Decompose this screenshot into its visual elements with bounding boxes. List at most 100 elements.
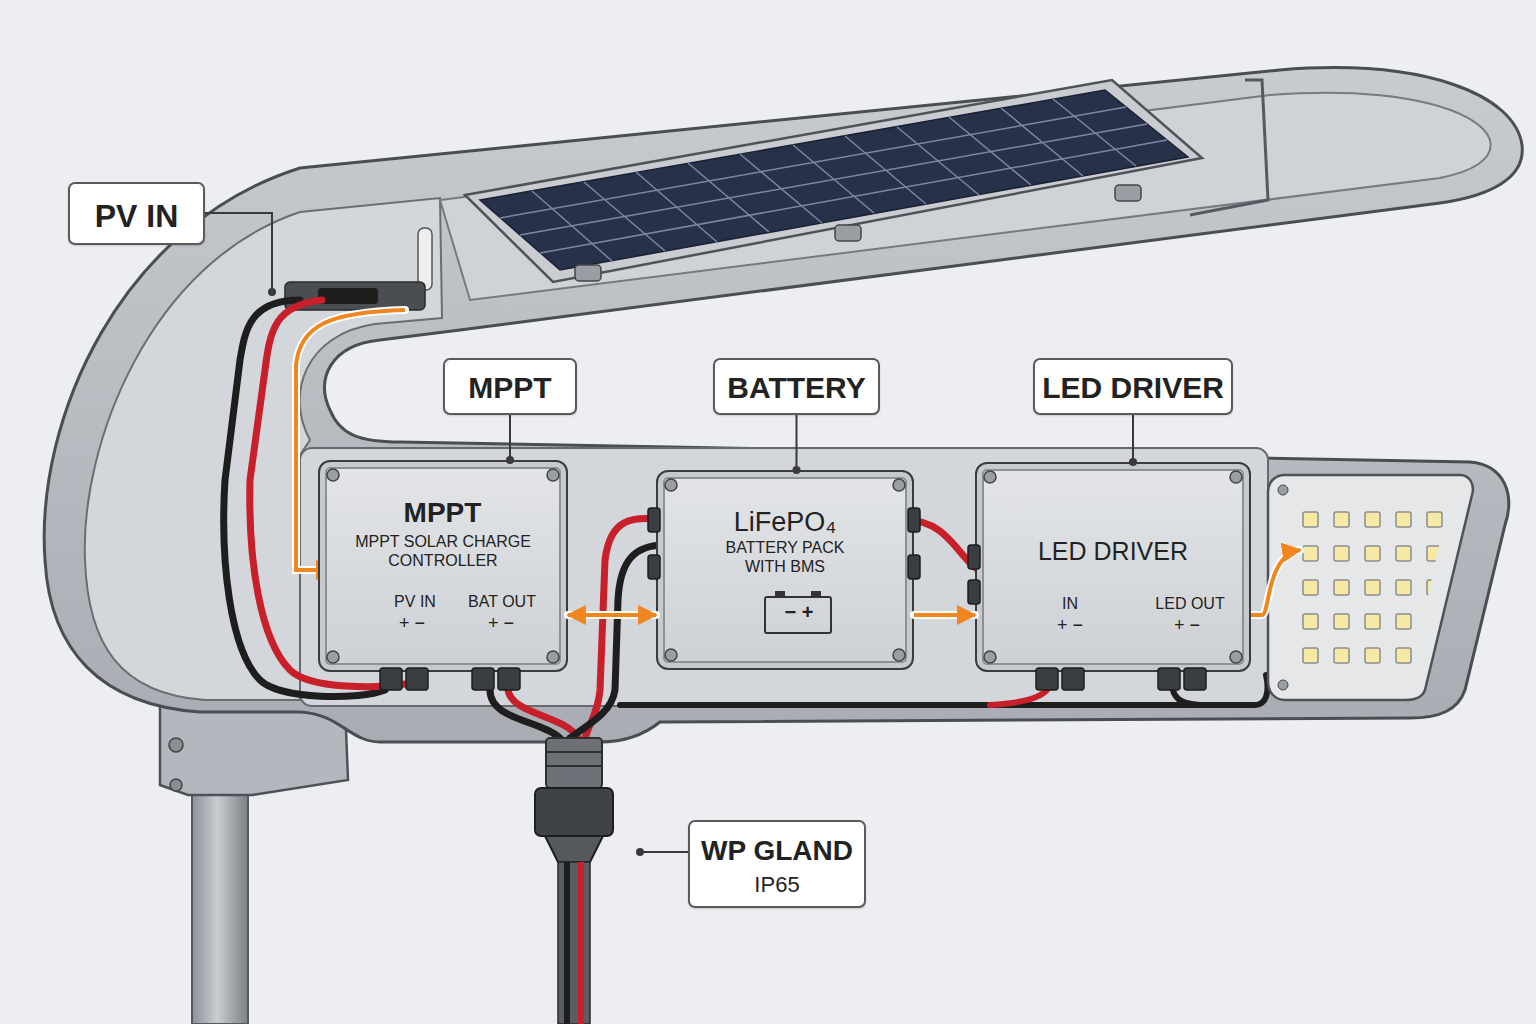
red-wire	[990, 676, 1052, 705]
bolt	[169, 738, 183, 752]
screw	[1230, 651, 1242, 663]
arrow-line	[568, 613, 656, 617]
terminal-gland	[968, 545, 980, 569]
led-array	[1298, 505, 1448, 678]
box-text: PV IN	[380, 592, 450, 611]
leader-line	[506, 415, 514, 464]
terminal-gland	[908, 555, 920, 579]
cell-line	[1001, 108, 1083, 176]
vent-pin	[418, 228, 432, 290]
leader-dot	[793, 466, 801, 474]
screw	[1230, 471, 1242, 483]
cell-line	[845, 136, 926, 204]
panel-mount	[835, 225, 861, 241]
panel-recess	[440, 93, 1491, 300]
housing-shell	[44, 68, 1522, 742]
terminal-gland	[498, 668, 520, 690]
cell-line	[793, 145, 874, 213]
leader-stroke	[509, 415, 511, 460]
cell-line	[520, 124, 1147, 235]
screw	[327, 469, 339, 481]
pv-plug	[318, 288, 378, 304]
pv-connector	[285, 282, 425, 310]
leader-dot	[1129, 458, 1137, 466]
box-heading: PV IN	[70, 197, 203, 235]
black-wire	[1172, 682, 1200, 705]
screw	[665, 649, 677, 661]
screw	[327, 651, 339, 663]
box-text: LED OUT	[1140, 594, 1240, 613]
power-flow-arrow	[914, 615, 975, 616]
box-text: BAT OUT	[457, 592, 547, 611]
pole-fitting	[160, 705, 348, 795]
red-wire	[905, 520, 982, 572]
callout-label: BATTERY	[713, 358, 880, 415]
box-heading: LED DRIVER	[1035, 370, 1231, 406]
box-text: + −	[1035, 615, 1105, 637]
cell-line	[636, 172, 717, 242]
terminal-gland	[380, 668, 402, 690]
panel-mount	[575, 265, 601, 281]
cable	[558, 862, 590, 1024]
terminal-gland	[1062, 668, 1084, 690]
cell-grid	[500, 99, 1167, 261]
terminal-gland	[406, 668, 428, 690]
red-wire	[508, 690, 578, 738]
box-heading: WP GLAND	[690, 834, 864, 868]
screw	[893, 649, 905, 661]
arrow-halo	[568, 611, 656, 619]
terminal-gland	[908, 508, 920, 532]
leader-line	[205, 213, 272, 292]
arrow-line	[914, 613, 975, 617]
leader-dot	[268, 288, 276, 296]
terminal-gland	[472, 668, 494, 690]
box-text: IN	[1045, 594, 1095, 613]
box-heading: MPPT	[445, 370, 575, 406]
cell-line	[1053, 99, 1136, 166]
box-heading: MPPT	[320, 496, 565, 530]
black-wire	[564, 862, 570, 1024]
box-text: + −	[1142, 615, 1232, 637]
gland-seal	[545, 836, 603, 862]
box-text: + −	[377, 613, 447, 635]
arrow-halo	[1250, 550, 1300, 615]
bolt	[170, 779, 182, 791]
box-text: + −	[456, 613, 546, 635]
gland-thread	[546, 751, 602, 753]
black-wire	[570, 545, 665, 738]
callout-label: LED DRIVER	[1033, 358, 1233, 415]
black-wire	[490, 690, 560, 738]
screw	[984, 471, 996, 483]
leader-line	[1129, 415, 1137, 466]
screw	[893, 479, 905, 491]
box-text: MPPT SOLAR CHARGE CONTROLLER	[348, 532, 538, 570]
leader-line	[640, 851, 688, 853]
panel-bracket	[1190, 80, 1268, 215]
gland-nut	[535, 788, 613, 836]
battery-terminal	[811, 591, 821, 597]
panel-mount	[1115, 185, 1141, 201]
leader-dot	[506, 456, 514, 464]
screw	[984, 651, 996, 663]
terminal-gland	[648, 555, 660, 579]
box-text: BATTERY PACK WITH BMS	[713, 538, 857, 576]
callout-label: PV IN	[68, 182, 205, 245]
solar-cells	[480, 90, 1188, 270]
red-wire	[578, 862, 584, 1024]
pole	[192, 760, 248, 1024]
box-heading: LiFePO₄	[658, 506, 912, 538]
component-tray	[300, 448, 1268, 706]
battery-terminal	[775, 591, 785, 597]
terminal-gland	[648, 508, 660, 532]
box-text: IP65	[690, 872, 864, 898]
power-flow-arrow	[568, 615, 656, 616]
led-panel	[1268, 475, 1473, 700]
battery-symbol	[765, 597, 831, 633]
screw	[1278, 680, 1288, 690]
cell-line	[897, 127, 979, 195]
leader-dot	[636, 848, 644, 856]
